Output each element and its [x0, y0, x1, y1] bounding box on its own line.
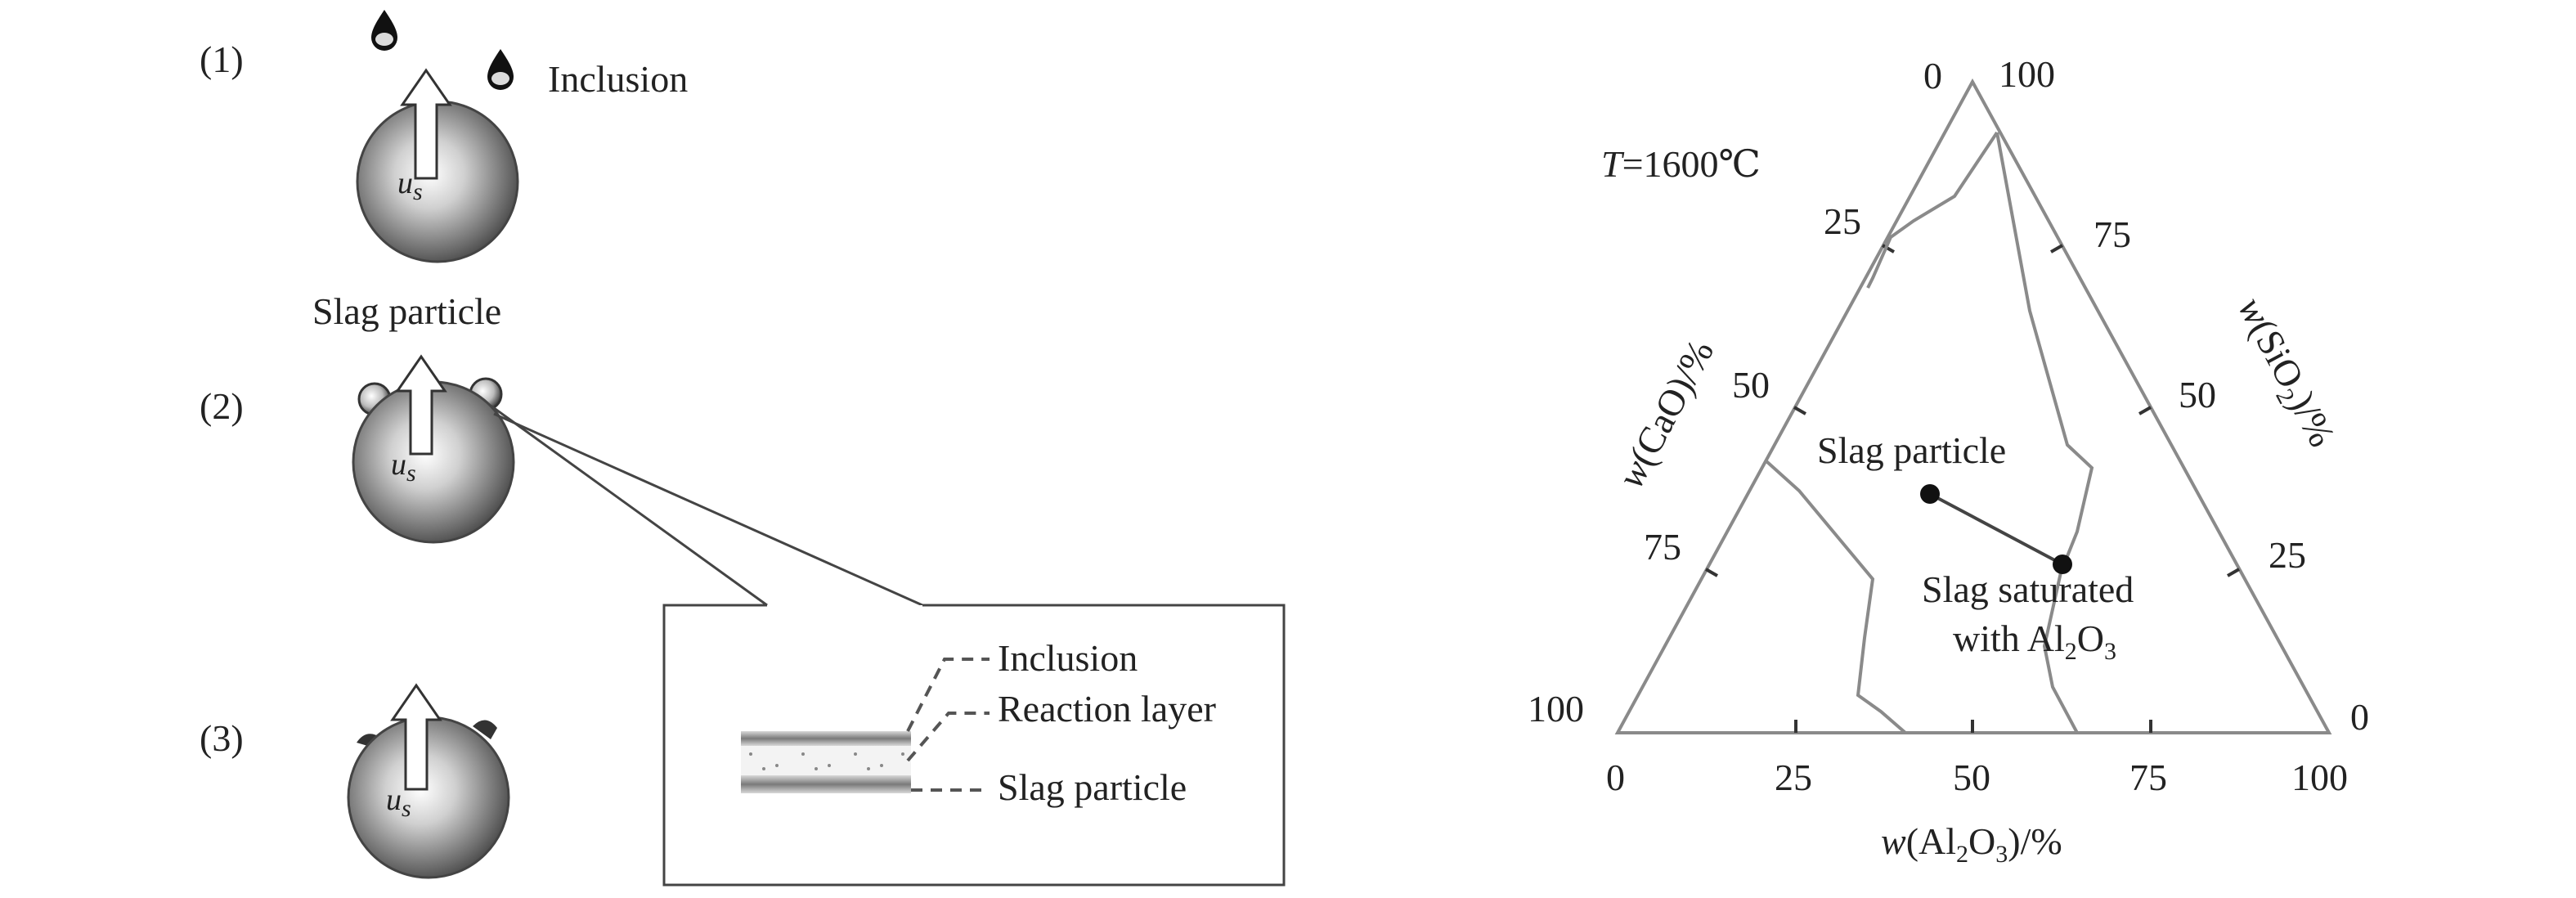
- up-arrow-icon: [390, 683, 442, 791]
- up-arrow-icon: [400, 68, 452, 180]
- cao-axis-title: w(CaO)/%: [1609, 333, 1721, 495]
- al2o3-tick-0: 0: [1606, 757, 1625, 798]
- ternary-diagram: T=1600℃ 0 100 25 50 75 100 75 50 25 0 0 …: [1528, 53, 2369, 868]
- boundary-al2o3-saturation: [1995, 132, 2094, 734]
- leader-reaction-layer: [906, 712, 990, 762]
- inclusion-drop-2: [487, 49, 514, 90]
- inclusion-label: Inclusion: [548, 58, 688, 100]
- slag-particle-sphere-2: [352, 380, 515, 544]
- velocity-label: us: [397, 166, 423, 205]
- saturated-slag-point: [2053, 555, 2072, 574]
- saturated-slag-annotation-line1: Slag saturated: [1922, 568, 2134, 610]
- al2o3-tick-75: 75: [2129, 757, 2167, 798]
- slag-particle-point: [1920, 484, 1940, 504]
- sio2-tick-50: 50: [2179, 374, 2216, 415]
- cao-tick-100: 100: [1528, 688, 1584, 730]
- sio2-tick-25: 25: [2269, 534, 2306, 576]
- velocity-label: us: [386, 783, 411, 822]
- slag-particle-sphere-3: [347, 716, 510, 879]
- cao-tick-50: 50: [1732, 364, 1770, 406]
- cao-tick-75: 75: [1644, 526, 1681, 568]
- tie-line: [1929, 492, 2063, 566]
- inset-inclusion-label: Inclusion: [998, 637, 1138, 679]
- callout-lines: [490, 404, 923, 607]
- step-label-2: (2): [200, 385, 244, 427]
- axis-ticks: [1705, 244, 2240, 733]
- top-tick-100: 100: [1999, 53, 2055, 95]
- velocity-label: us: [391, 447, 416, 487]
- inset-slag-particle-label: Slag particle: [998, 766, 1187, 808]
- al2o3-tick-50: 50: [1953, 757, 1990, 798]
- inset-box: [662, 604, 1286, 887]
- cao-tick-25: 25: [1824, 200, 1861, 242]
- dissolving-inclusion-right: [473, 720, 497, 739]
- top-tick-0: 0: [1923, 55, 1942, 97]
- temperature-label: T=1600℃: [1601, 143, 1761, 185]
- al2o3-axis-title: w(Al2O3)/%: [1881, 820, 2062, 868]
- slag-particle-annotation: Slag particle: [1817, 429, 2006, 471]
- inclusion-drop-1: [371, 10, 397, 51]
- sio2-axis-title: w(SiO2)/%: [2225, 290, 2344, 456]
- al2o3-tick-100: 100: [2291, 757, 2348, 798]
- layer-stack: [741, 731, 911, 793]
- mechanism-diagram: (1) (2) (3) Inclusion us Slag particle u…: [200, 10, 1286, 887]
- slag-particle-label: Slag particle: [312, 290, 501, 332]
- inset-reaction-layer-label: Reaction layer: [998, 688, 1216, 730]
- step-label-3: (3): [200, 717, 244, 759]
- boundary-upper-left: [1866, 131, 1999, 289]
- up-arrow-icon: [395, 354, 447, 456]
- saturated-slag-annotation-line2: with Al2O3: [1953, 617, 2116, 665]
- al2o3-tick-25: 25: [1775, 757, 1812, 798]
- leader-inclusion: [906, 658, 990, 732]
- sio2-tick-75: 75: [2094, 213, 2131, 255]
- sio2-tick-0: 0: [2350, 696, 2369, 738]
- step-label-1: (1): [200, 38, 244, 80]
- boundary-lower-left: [1765, 460, 1907, 734]
